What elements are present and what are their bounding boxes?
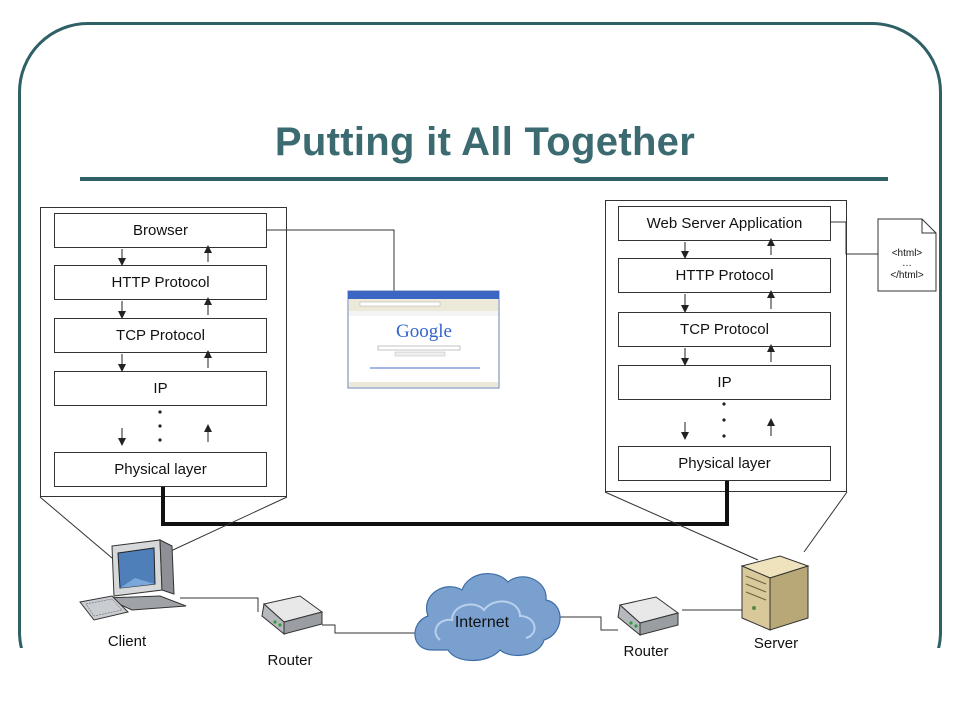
html-doc-connector	[831, 221, 878, 255]
server-stack-dots	[722, 402, 726, 438]
projection-lines	[39, 491, 848, 561]
frame-mask	[0, 648, 960, 728]
server-layer-http: HTTP Protocol	[618, 258, 831, 293]
client-label: Client	[108, 633, 147, 650]
html-ellipsis: …	[902, 258, 912, 269]
server-layer-physical: Physical layer	[618, 446, 831, 481]
router-left-label: Router	[267, 652, 312, 669]
client-layer-tcp: TCP Protocol	[54, 318, 267, 353]
client-stack-dots	[158, 410, 162, 442]
server-layer-app: Web Server Application	[618, 206, 831, 241]
client-layer-http: HTTP Protocol	[54, 265, 267, 300]
router-right-icon	[617, 596, 680, 637]
server-tower-icon	[740, 555, 810, 631]
slide-title: Putting it All Together	[274, 120, 696, 164]
client-computer-icon	[79, 539, 187, 621]
html-open-tag: <html>	[892, 248, 923, 259]
server-layer-tcp: TCP Protocol	[618, 312, 831, 347]
network-cables	[180, 597, 742, 634]
physical-link	[161, 481, 729, 526]
internet-cloud-icon	[414, 573, 561, 661]
router-left-icon	[261, 595, 324, 636]
internet-label: Internet	[455, 614, 510, 631]
client-layer-physical: Physical layer	[54, 452, 267, 487]
browser-connector	[267, 229, 395, 292]
google-logo: Google	[396, 321, 452, 342]
router-right-label: Router	[623, 643, 668, 660]
client-stack-arrows	[118, 245, 212, 446]
html-close-tag: </html>	[890, 270, 924, 281]
title-underline	[80, 177, 888, 181]
server-stack-arrows	[681, 238, 775, 440]
html-document-icon: <html> … </html>	[877, 218, 937, 292]
client-layer-browser: Browser	[54, 213, 267, 248]
browser-window: Google	[347, 290, 500, 389]
server-layer-ip: IP	[618, 365, 831, 400]
client-layer-ip: IP	[54, 371, 267, 406]
server-label: Server	[754, 635, 798, 652]
